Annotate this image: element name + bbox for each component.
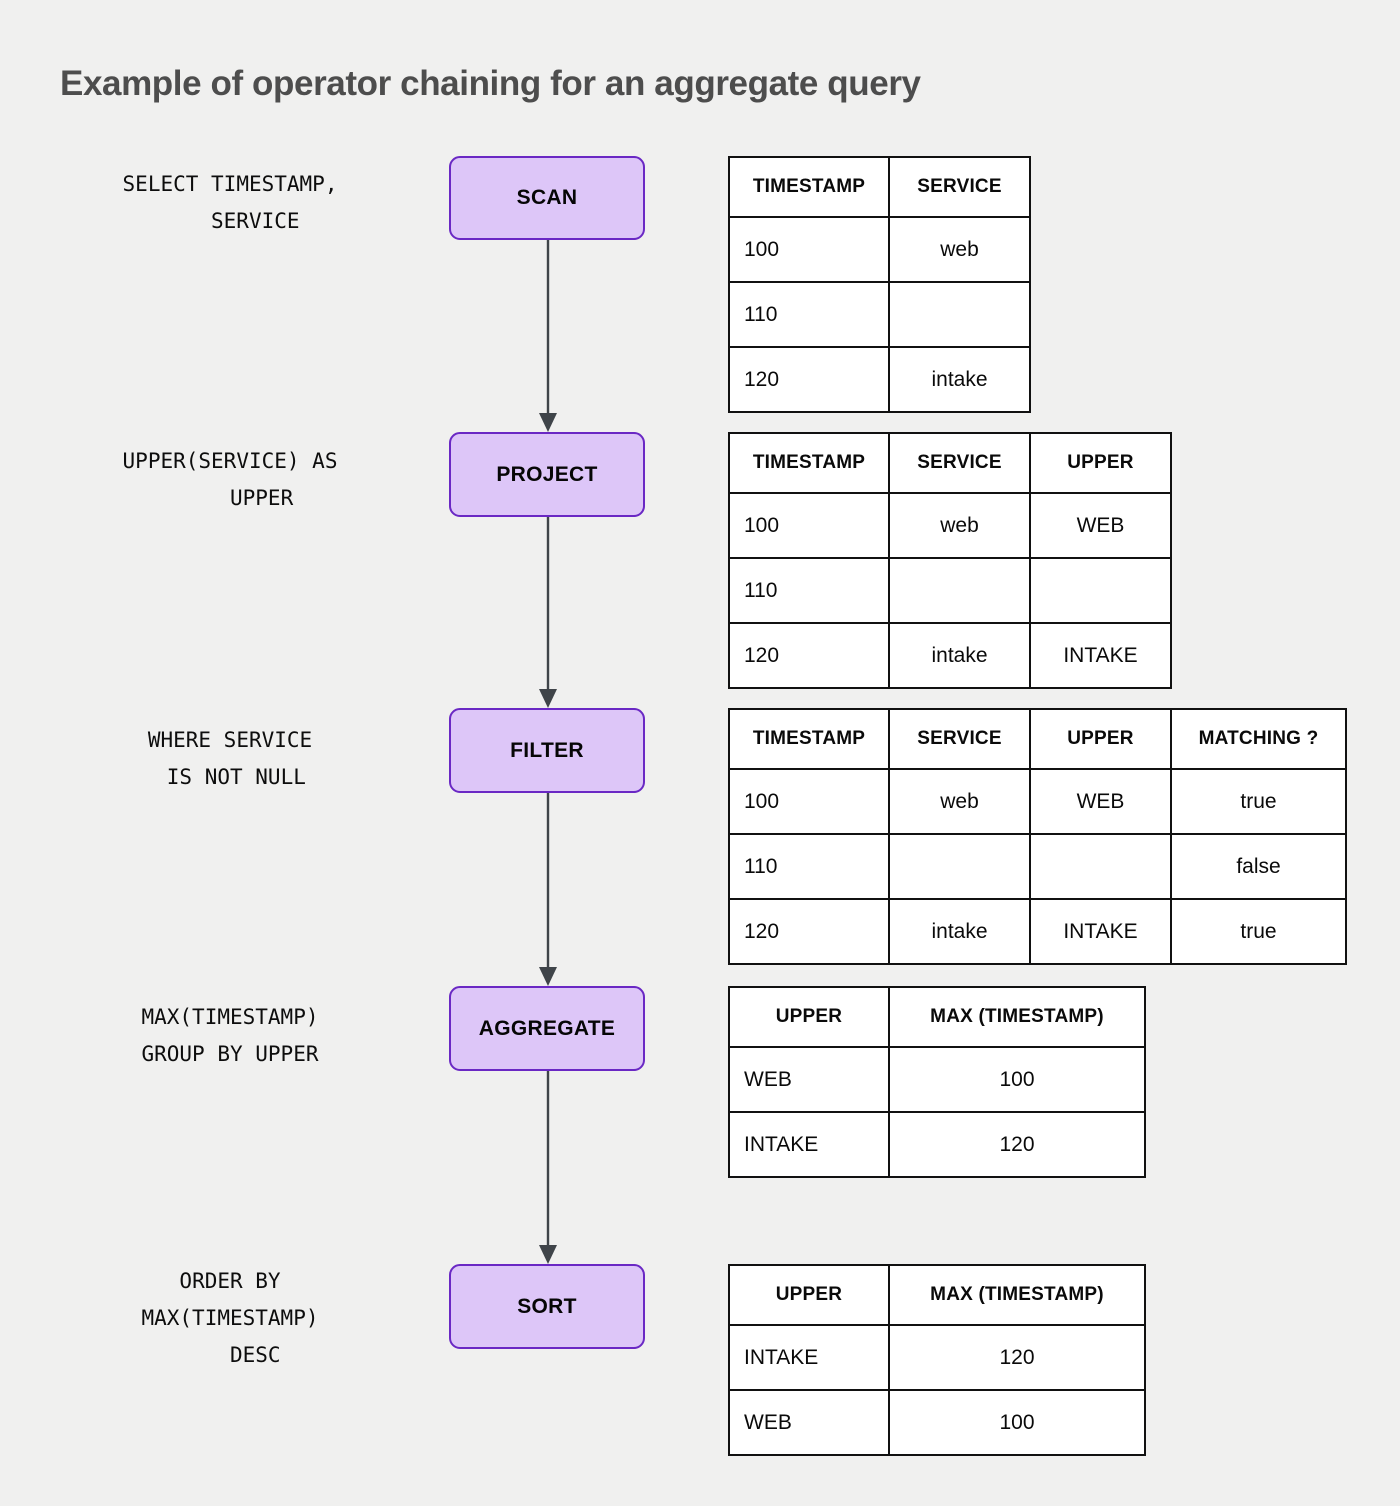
table-cell: 100 [888, 1046, 1146, 1113]
table-cell: 110 [728, 833, 890, 900]
column-header: TIMESTAMP [728, 156, 890, 218]
column-header: SERVICE [888, 432, 1031, 494]
operator-label: AGGREGATE [478, 1016, 616, 1040]
table-cell: intake [888, 898, 1031, 965]
table-cell [888, 833, 1031, 900]
column-header: UPPER [1029, 432, 1172, 494]
operator-box-sort[interactable]: SORT [449, 1264, 645, 1349]
column-header: TIMESTAMP [728, 708, 890, 770]
sql-label-filter: WHERE SERVICE IS NOT NULL [147, 728, 313, 789]
operator-box-scan[interactable]: SCAN [449, 156, 645, 240]
column-header: SERVICE [888, 156, 1031, 218]
column-header: MAX (TIMESTAMP) [888, 1264, 1146, 1326]
table-cell: web [888, 768, 1031, 835]
sql-label-scan: SELECT TIMESTAMP, SERVICE [122, 172, 338, 233]
connector-arrow-project-to-filter [538, 517, 558, 708]
table-cell: 110 [728, 557, 890, 624]
table-cell: 120 [888, 1324, 1146, 1391]
table-cell: 120 [728, 898, 890, 965]
operator-label: PROJECT [496, 462, 598, 486]
operator-box-aggregate[interactable]: AGGREGATE [449, 986, 645, 1071]
table-cell: false [1170, 833, 1347, 900]
column-header: MATCHING ? [1170, 708, 1347, 770]
table-cell: INTAKE [728, 1111, 890, 1178]
column-header: TIMESTAMP [728, 432, 890, 494]
table-cell: INTAKE [1029, 898, 1172, 965]
table-cell: WEB [1029, 768, 1172, 835]
table-row: 110 [728, 281, 1031, 348]
table-cell: INTAKE [728, 1324, 890, 1391]
table-row: 110 false [728, 833, 1347, 900]
sql-label-sort: ORDER BY MAX(TIMESTAMP) DESC [141, 1269, 319, 1367]
table-cell: INTAKE [1029, 622, 1172, 689]
table-cell: intake [888, 346, 1031, 413]
operator-label: SCAN [516, 186, 578, 209]
table-cell: true [1170, 898, 1347, 965]
table-cell: WEB [728, 1389, 890, 1456]
table-cell: 120 [728, 622, 890, 689]
table-cell: web [888, 216, 1031, 283]
table-cell: WEB [728, 1046, 890, 1113]
column-header: UPPER [1029, 708, 1172, 770]
table-cell [888, 281, 1031, 348]
sql-label-project: UPPER(SERVICE) AS UPPER [122, 449, 338, 510]
table-cell: web [888, 492, 1031, 559]
table-cell: 120 [728, 346, 890, 413]
connector-arrow-aggregate-to-sort [538, 1071, 558, 1264]
table-cell [1029, 833, 1172, 900]
operator-label: SORT [517, 1294, 577, 1318]
page-title: Example of operator chaining for an aggr… [60, 64, 921, 103]
table-row: 110 [728, 557, 1172, 624]
sql-label-aggregate: MAX(TIMESTAMP) GROUP BY UPPER [141, 1005, 319, 1066]
table-cell [1029, 557, 1172, 624]
column-header: SERVICE [888, 708, 1031, 770]
table-cell: intake [888, 622, 1031, 689]
table-cell: WEB [1029, 492, 1172, 559]
operator-box-project[interactable]: PROJECT [449, 432, 645, 517]
table-cell: 100 [728, 492, 890, 559]
table-cell: 110 [728, 281, 890, 348]
table-cell: 100 [728, 216, 890, 283]
table-cell: 120 [888, 1111, 1146, 1178]
column-header: UPPER [728, 1264, 890, 1326]
table-cell: 100 [888, 1389, 1146, 1456]
table-cell: 100 [728, 768, 890, 835]
column-header: UPPER [728, 986, 890, 1048]
table-cell: true [1170, 768, 1347, 835]
connector-arrow-scan-to-project [538, 240, 558, 432]
column-header: MAX (TIMESTAMP) [888, 986, 1146, 1048]
connector-arrow-filter-to-aggregate [538, 793, 558, 986]
operator-box-filter[interactable]: FILTER [449, 708, 645, 793]
table-cell [888, 557, 1031, 624]
operator-label: FILTER [510, 738, 584, 762]
